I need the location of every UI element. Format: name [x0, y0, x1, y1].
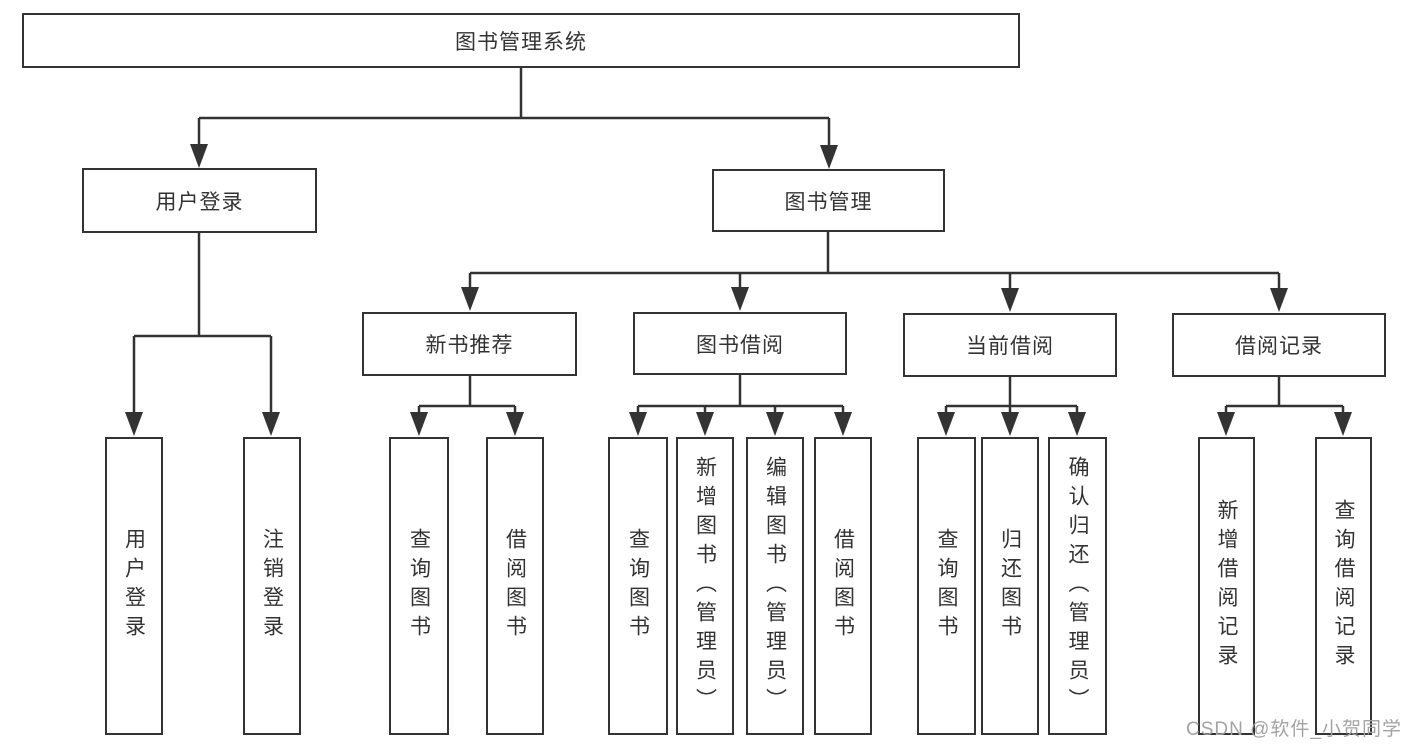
leaf-edit-books-admin: 编辑图书（管理员） — [746, 437, 804, 735]
leaf-current-query-books-label: 查询图书 — [935, 528, 958, 644]
node-current-borrow-label: 当前借阅 — [966, 335, 1054, 358]
leaf-query-borrow-record: 查询借阅记录 — [1315, 437, 1372, 735]
leaf-logout-label: 注销登录 — [260, 528, 284, 644]
connector-newbookrec-to-leaves — [410, 376, 524, 436]
leaf-borrow-query-books: 查询图书 — [608, 437, 668, 735]
leaf-return-books-label: 归还图书 — [998, 528, 1022, 644]
node-book-borrow: 图书借阅 — [633, 312, 847, 375]
node-book-management-label: 图书管理 — [784, 190, 873, 214]
csdn-watermark: CSDN @软件_小贺同学 — [1186, 719, 1402, 740]
node-book-management: 图书管理 — [712, 169, 945, 232]
leaf-user-login-label: 用户登录 — [122, 528, 146, 644]
leaf-query-borrow-record-label: 查询借阅记录 — [1332, 499, 1355, 673]
leaf-current-query-books: 查询图书 — [917, 437, 976, 735]
connector-bookborrow-to-leaves — [629, 375, 852, 436]
leaf-borrow-books: 借阅图书 — [814, 437, 872, 735]
node-root: 图书管理系统 — [22, 13, 1020, 68]
connector-currentborrow-to-leaves — [937, 377, 1086, 436]
leaf-add-books-admin: 新增图书（管理员） — [676, 437, 734, 735]
leaf-add-borrow-record: 新增借阅记录 — [1198, 437, 1255, 735]
connector-root-to-level2 — [190, 68, 838, 169]
leaf-add-borrow-record-label: 新增借阅记录 — [1215, 499, 1238, 673]
node-borrow-records-label: 借阅记录 — [1235, 335, 1323, 358]
leaf-rec-borrow-books: 借阅图书 — [486, 437, 544, 735]
leaf-return-books: 归还图书 — [981, 437, 1039, 735]
connector-borrowrecords-to-leaves — [1217, 377, 1352, 436]
leaf-logout: 注销登录 — [243, 437, 301, 735]
leaf-rec-query-books: 查询图书 — [389, 437, 449, 735]
leaf-borrow-query-books-label: 查询图书 — [626, 528, 650, 644]
connector-bookmgmt-to-level3 — [461, 232, 1288, 312]
node-user-login-label: 用户登录 — [155, 190, 244, 214]
node-root-label: 图书管理系统 — [455, 30, 587, 54]
leaf-rec-query-books-label: 查询图书 — [407, 528, 431, 644]
node-user-login: 用户登录 — [82, 168, 317, 233]
leaf-borrow-books-label: 借阅图书 — [831, 528, 855, 644]
leaf-confirm-return-admin-label: 确认归还（管理员） — [1066, 455, 1089, 717]
leaf-add-books-admin-label: 新增图书（管理员） — [693, 455, 717, 717]
leaf-confirm-return-admin: 确认归还（管理员） — [1048, 437, 1107, 735]
node-borrow-records: 借阅记录 — [1172, 313, 1386, 377]
leaf-rec-borrow-books-label: 借阅图书 — [503, 528, 527, 644]
leaf-edit-books-admin-label: 编辑图书（管理员） — [763, 455, 787, 717]
node-book-borrow-label: 图书借阅 — [696, 333, 784, 357]
connector-userlogin-to-leaves — [125, 233, 280, 436]
leaf-user-login: 用户登录 — [105, 437, 163, 735]
node-new-book-recommend: 新书推荐 — [362, 312, 577, 376]
node-new-book-recommend-label: 新书推荐 — [425, 334, 514, 357]
node-current-borrow: 当前借阅 — [903, 313, 1117, 377]
